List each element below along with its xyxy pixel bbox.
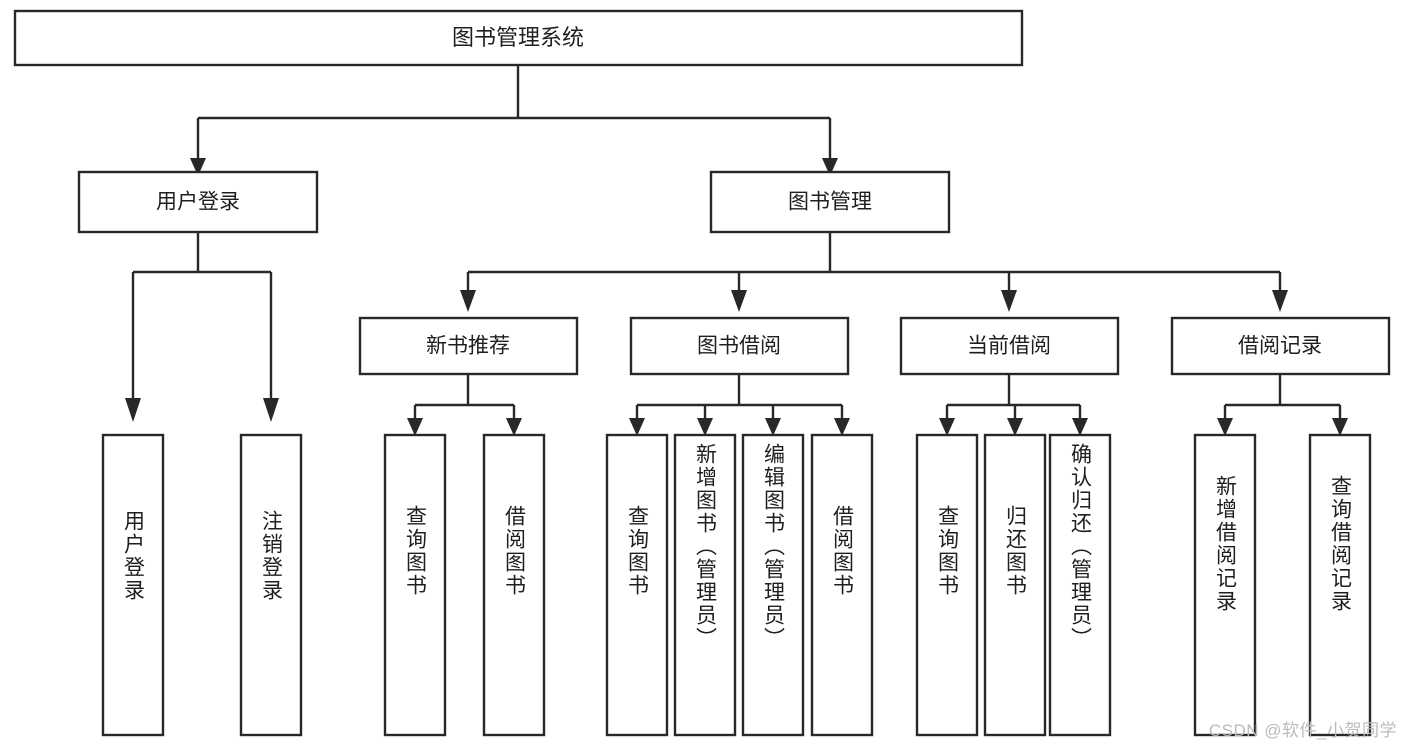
leaf-box-confirm-return[interactable] <box>1048 433 1112 737</box>
leaf-box-logout[interactable] <box>239 433 303 737</box>
connector-group-book-borrow <box>629 374 850 436</box>
connector-group-root <box>190 65 838 176</box>
connector-group-book-manage <box>460 232 1288 312</box>
node-root-label: 图书管理系统 <box>452 25 584 50</box>
edge-book-borrow-to-leaves <box>635 374 844 420</box>
arrowhead-user-login <box>190 158 206 176</box>
edge-book-manage-to-level3 <box>466 232 1282 292</box>
leaf-box-user-login[interactable] <box>101 433 165 737</box>
node-user-login-label: 用户登录 <box>156 191 240 214</box>
leaf-boxes-borrow-record <box>1193 433 1372 737</box>
leaf-box-add-record[interactable] <box>1193 433 1257 737</box>
leaf-box-borrow-book-2[interactable] <box>810 433 874 737</box>
leaf-box-query-book-1[interactable] <box>383 433 447 737</box>
edge-current-borrow-to-leaves <box>945 374 1082 420</box>
edge-new-book-recommend-to-leaves <box>413 374 516 420</box>
node-borrow-record-box[interactable] <box>1170 316 1391 376</box>
leaf-boxes-book-borrow <box>605 433 874 737</box>
node-new-book-recommend-label: 新书推荐 <box>426 335 510 358</box>
node-borrow-record[interactable]: 借阅记录 <box>1170 316 1391 376</box>
leaf-box-query-record[interactable] <box>1308 433 1372 737</box>
node-book-borrow-box[interactable] <box>629 316 850 376</box>
node-book-borrow[interactable]: 图书借阅 <box>629 316 850 376</box>
edge-user-login-to-leaves <box>131 232 273 400</box>
node-borrow-record-label: 借阅记录 <box>1238 335 1322 358</box>
leaf-boxes-current-borrow <box>915 433 1112 737</box>
node-current-borrow[interactable]: 当前借阅 <box>899 316 1120 376</box>
leaf-boxes-user-login <box>101 433 303 737</box>
arrowhead-leaf-borrow-book-1 <box>506 418 522 436</box>
arrowhead-leaf-logout <box>263 398 279 422</box>
connector-group-new-book-recommend <box>407 374 522 436</box>
arrowhead-borrow-record <box>1272 290 1288 312</box>
arrowhead-leaf-query-book-2 <box>629 418 645 436</box>
node-book-borrow-label: 图书借阅 <box>697 335 781 358</box>
arrowhead-current-borrow <box>1001 290 1017 312</box>
arrowhead-leaf-add-book <box>697 418 713 436</box>
leaf-boxes-new-book-recommend <box>383 433 546 737</box>
arrowhead-book-manage <box>822 158 838 176</box>
connector-group-borrow-record <box>1217 374 1348 436</box>
node-user-login-box[interactable] <box>77 170 319 234</box>
arrowhead-leaf-return-book <box>1007 418 1023 436</box>
node-current-borrow-label: 当前借阅 <box>967 335 1051 358</box>
node-user-login[interactable]: 用户登录 <box>77 170 319 234</box>
arrowhead-leaf-add-record <box>1217 418 1233 436</box>
leaf-box-query-book-2[interactable] <box>605 433 669 737</box>
node-book-manage[interactable]: 图书管理 <box>709 170 951 234</box>
edge-borrow-record-to-leaves <box>1223 374 1342 420</box>
leaf-box-return-book[interactable] <box>983 433 1047 737</box>
arrowhead-book-borrow <box>731 290 747 312</box>
leaf-box-borrow-book-1[interactable] <box>482 433 546 737</box>
watermark-text: CSDN @软件_小贺同学 <box>1208 721 1397 740</box>
leaf-box-add-book[interactable] <box>673 433 737 737</box>
node-root-box[interactable] <box>13 9 1024 67</box>
arrowhead-leaf-query-record <box>1332 418 1348 436</box>
node-new-book-recommend-box[interactable] <box>358 316 579 376</box>
node-book-manage-label: 图书管理 <box>788 191 872 214</box>
leaf-box-edit-book[interactable] <box>741 433 805 737</box>
node-root[interactable]: 图书管理系统 <box>13 9 1024 67</box>
arrowhead-leaf-query-book-1 <box>407 418 423 436</box>
node-current-borrow-box[interactable] <box>899 316 1120 376</box>
node-book-manage-box[interactable] <box>709 170 951 234</box>
connector-group-current-borrow <box>939 374 1088 436</box>
edge-root-to-level2 <box>196 65 832 160</box>
arrowhead-new-book-recommend <box>460 290 476 312</box>
arrowhead-leaf-query-book-3 <box>939 418 955 436</box>
arrowhead-leaf-edit-book <box>765 418 781 436</box>
leaf-box-query-book-3[interactable] <box>915 433 979 737</box>
arrowhead-leaf-borrow-book-2 <box>834 418 850 436</box>
arrowhead-leaf-confirm-return <box>1072 418 1088 436</box>
connector-group-user-login <box>125 232 279 422</box>
arrowhead-leaf-user-login <box>125 398 141 422</box>
node-new-book-recommend[interactable]: 新书推荐 <box>358 316 579 376</box>
